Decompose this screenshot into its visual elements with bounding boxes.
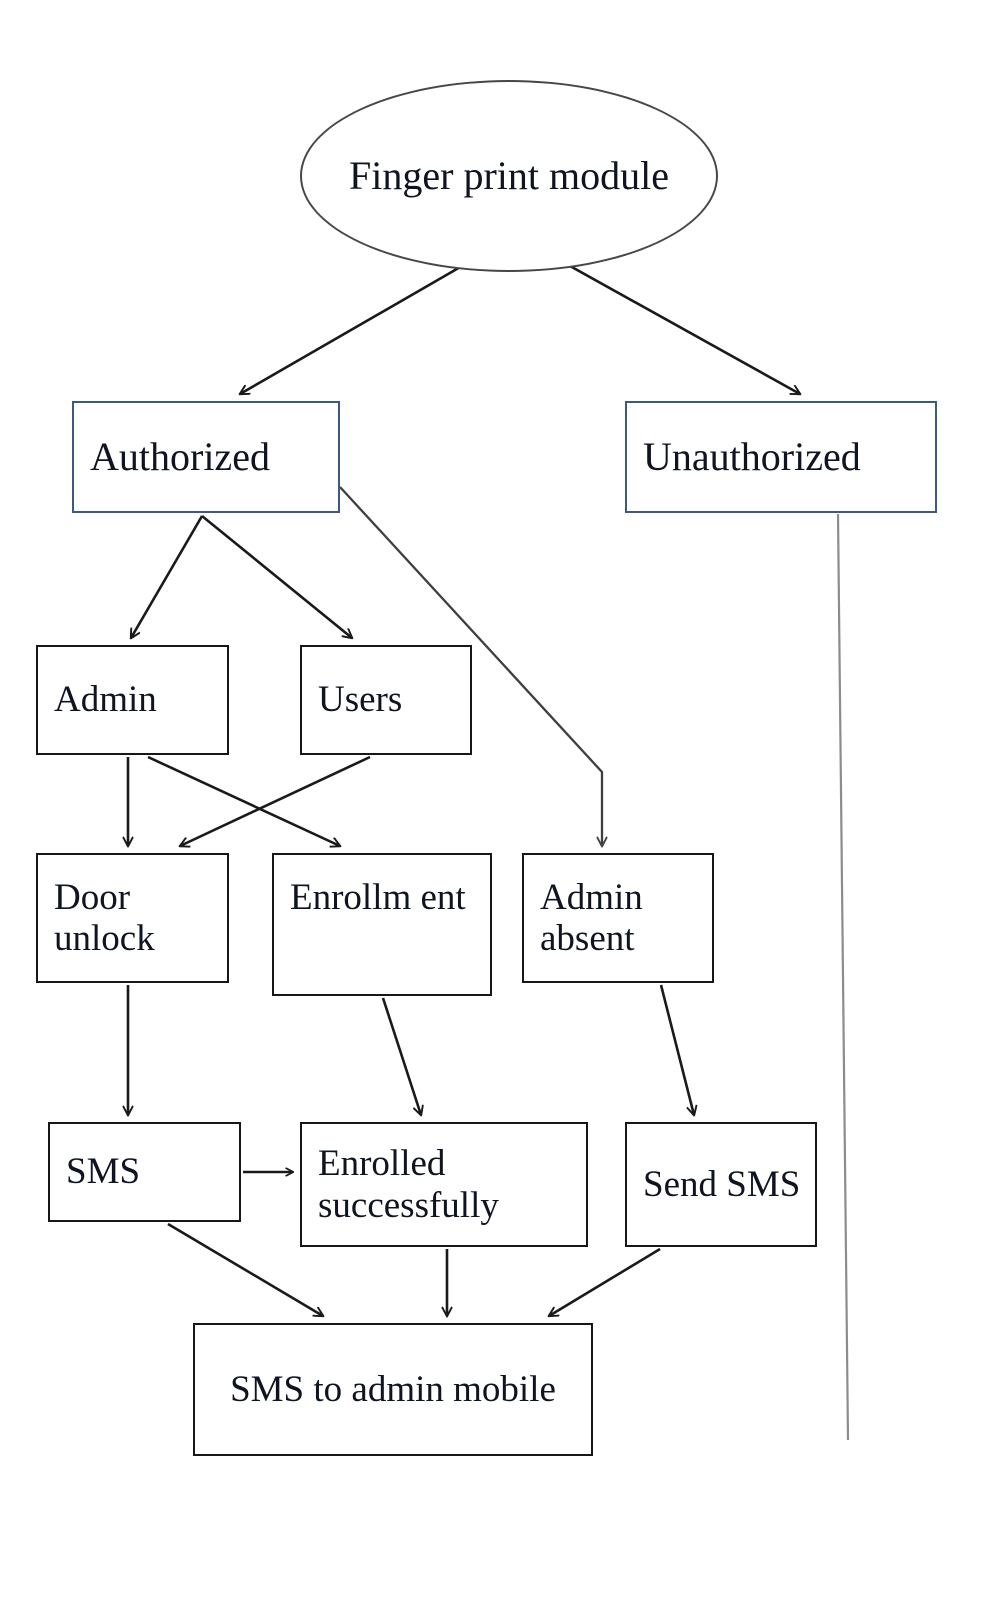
node-door-unlock[interactable]: Door unlock [36, 853, 229, 983]
node-sms-to-admin-mobile[interactable]: SMS to admin mobile [193, 1323, 593, 1456]
node-label-admin: Admin [54, 679, 157, 721]
edge-admin-absent-to-send-sms [659, 984, 694, 1115]
node-send-sms[interactable]: Send SMS [625, 1122, 817, 1247]
edge-send-sms-to-sms-to-admin-mobile [549, 1247, 661, 1316]
edge-fingerprint-to-unauthorized [569, 264, 800, 394]
node-authorized[interactable]: Authorized [72, 401, 340, 513]
node-label-sms-to-admin-mobile: SMS to admin mobile [230, 1368, 556, 1410]
node-sms[interactable]: SMS [48, 1122, 241, 1222]
edge-enrollment-to-enrolled-successfully [381, 997, 421, 1115]
edge-users-to-door-unlock [180, 755, 371, 846]
node-admin[interactable]: Admin [36, 645, 229, 755]
node-label-send-sms: Send SMS [643, 1163, 801, 1205]
node-label-enrollment: Enrollm ent [290, 877, 466, 918]
node-label-users: Users [318, 679, 403, 721]
node-label-fingerprint-module: Finger print module [349, 152, 669, 198]
node-label-unauthorized: Unauthorized [643, 433, 861, 479]
edge-authorized-to-admin [131, 515, 204, 638]
node-label-sms: SMS [66, 1151, 141, 1193]
node-fingerprint-module[interactable]: Finger print module [300, 80, 718, 272]
node-label-authorized: Authorized [90, 433, 270, 479]
edge-authorized-to-users [201, 514, 352, 638]
edge-unauthorized-trailing-line [836, 513, 850, 1441]
node-label-enrolled-successfully: Enrolled successfully [318, 1143, 499, 1226]
node-unauthorized[interactable]: Unauthorized [625, 401, 937, 513]
node-enrolled-successfully[interactable]: Enrolled successfully [300, 1122, 588, 1247]
node-admin-absent[interactable]: Admin absent [522, 853, 714, 983]
node-label-door-unlock: Door unlock [54, 876, 155, 959]
node-enrollment[interactable]: Enrollm ent [272, 853, 492, 996]
edge-fingerprint-to-authorized [240, 264, 463, 394]
edge-admin-to-enrollment [147, 755, 340, 846]
node-users[interactable]: Users [300, 645, 472, 755]
node-label-admin-absent: Admin absent [540, 876, 643, 959]
